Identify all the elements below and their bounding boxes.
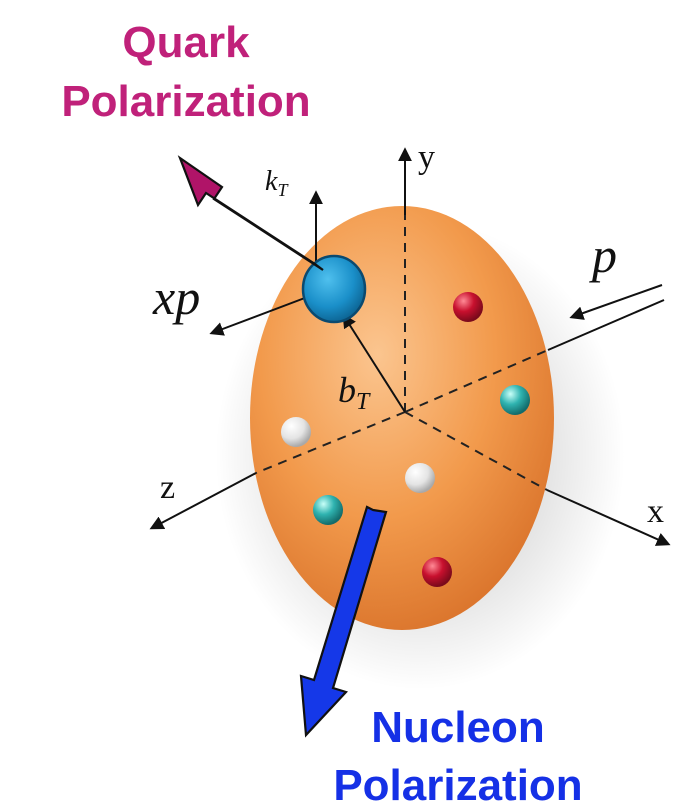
red-parton-top	[453, 292, 483, 322]
nucleon-polarization-arrow	[299, 505, 388, 738]
red-parton-bottom	[422, 557, 452, 587]
z-axis-arrow	[149, 472, 257, 530]
xp-label: xp	[152, 269, 200, 325]
xp-vector	[209, 295, 311, 336]
quark-polarization-arrow	[177, 155, 324, 271]
kT-label: kT	[265, 166, 289, 200]
xp-label-p: p	[172, 269, 200, 325]
quark-blob	[301, 254, 367, 324]
bT-label-sub: T	[356, 389, 371, 415]
dashed-axes	[255, 215, 549, 491]
cyan-parton-left	[313, 495, 343, 525]
quark-title-line2: Polarization	[61, 77, 310, 126]
x-axis-label: x	[647, 493, 664, 530]
nucleon-title-line1: Nucleon	[371, 703, 545, 752]
momentum-p-label: p	[589, 227, 617, 283]
p-line-far	[547, 299, 665, 351]
white-parton-center	[405, 463, 435, 493]
bT-label-b: b	[338, 370, 356, 410]
solid-axes	[149, 147, 671, 546]
y-axis-label: y	[418, 139, 435, 176]
bT-label: bT	[338, 370, 371, 415]
quark-title-line1: Quark	[122, 18, 250, 67]
bT-vector	[342, 313, 406, 413]
cyan-parton-right	[500, 385, 530, 415]
p-incoming-arrow	[569, 284, 663, 320]
white-parton-left	[281, 417, 311, 447]
xp-label-x: x	[152, 269, 175, 325]
nucleon-title-line2: Polarization	[333, 761, 582, 810]
kT-label-sub: T	[277, 180, 289, 200]
kT-label-k: k	[265, 166, 278, 197]
x-axis-arrow	[546, 489, 671, 546]
z-axis-label: z	[160, 469, 175, 506]
